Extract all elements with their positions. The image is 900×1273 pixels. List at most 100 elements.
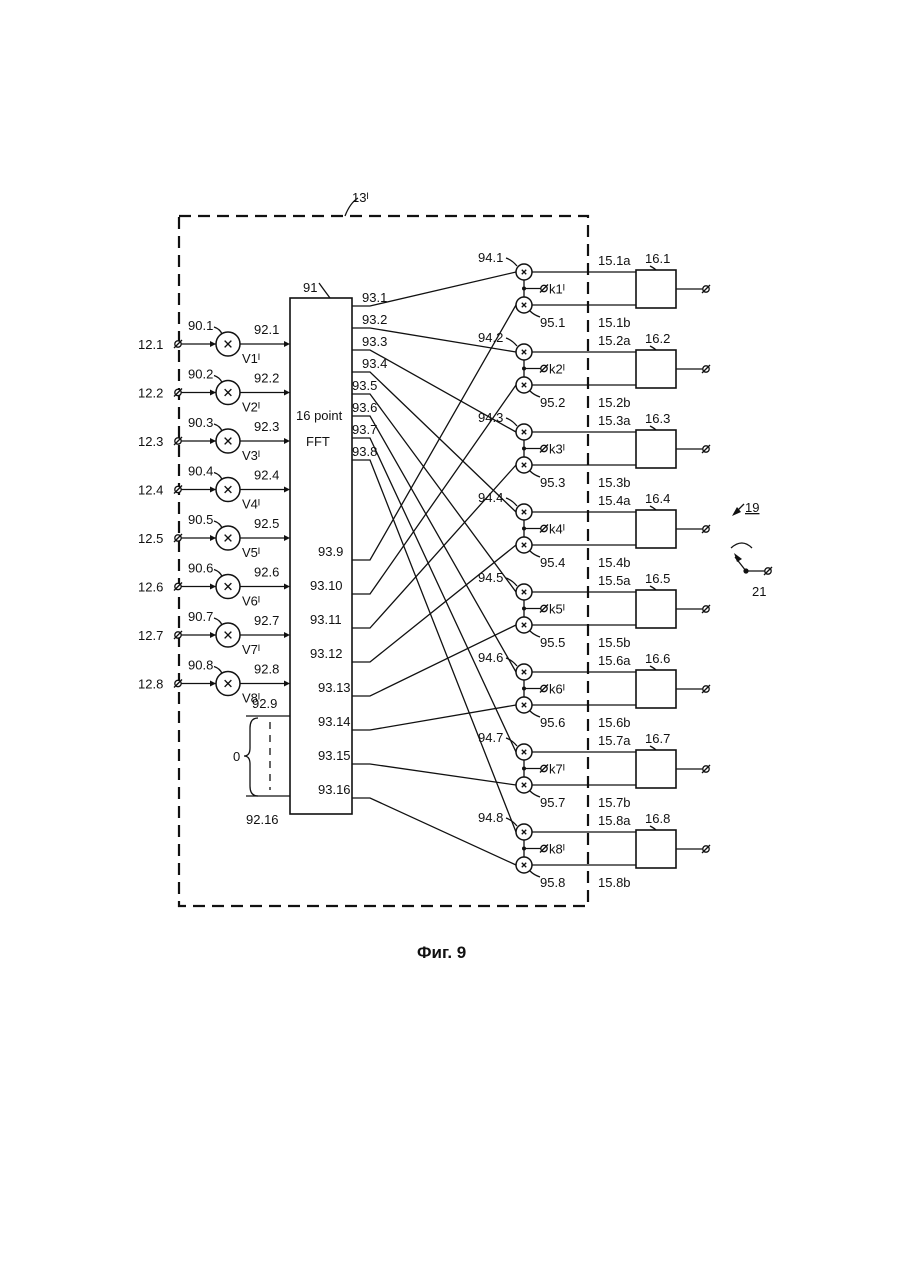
input-terminal-6: [174, 583, 182, 591]
output-block-label-5: 16.5: [645, 571, 670, 586]
output-block-label-4: 16.4: [645, 491, 670, 506]
input-terminal-3: [174, 437, 182, 445]
fft-output-a-label-8: 93.8: [352, 444, 377, 459]
lower-multiplier-label-1: 95.1: [540, 315, 565, 330]
input-multiplier-2: [216, 381, 240, 405]
coefficient-label-2: V2ᴵ: [242, 400, 260, 415]
upper-multiplier-label-5: 94.5: [478, 570, 503, 585]
input-terminal-label-7: 12.7: [138, 628, 163, 643]
block-output-terminal-2: [702, 365, 710, 373]
output-block-label-7: 16.7: [645, 731, 670, 746]
input-terminal-4: [174, 486, 182, 494]
input-terminal-label-3: 12.3: [138, 434, 163, 449]
fft-output-a-label-3: 93.3: [362, 334, 387, 349]
fft-output-b-label-5: 93.13: [318, 680, 351, 695]
output-block-6: [636, 670, 676, 708]
fft-output-b-label-3: 93.11: [310, 612, 342, 627]
block-output-terminal-4: [702, 525, 710, 533]
fft-output-b-label-7: 93.15: [318, 748, 351, 763]
output-block-label-3: 16.3: [645, 411, 670, 426]
upper-multiplier-2: [516, 344, 532, 360]
input-terminal-label-6: 12.6: [138, 580, 163, 595]
input-multiplier-7: [216, 623, 240, 647]
output-terminal: [764, 567, 772, 575]
block-output-terminal-8: [702, 845, 710, 853]
output-block-5: [636, 590, 676, 628]
coefficient-k-label-7: k7ᴵ: [549, 762, 565, 777]
upper-multiplier-label-2: 94.2: [478, 330, 503, 345]
lower-multiplier-label-8: 95.8: [540, 875, 565, 890]
upper-multiplier-3: [516, 424, 532, 440]
fft-output-b-label-6: 93.14: [318, 714, 351, 729]
input-multiplier-label-2: 90.2: [188, 367, 213, 382]
lower-multiplier-7: [516, 777, 532, 793]
block-output-terminal-1: [702, 285, 710, 293]
upper-multiplier-label-1: 94.1: [478, 250, 503, 265]
coefficient-terminal-6: [540, 685, 548, 693]
input-terminal-8: [174, 680, 182, 688]
upper-multiplier-1: [516, 264, 532, 280]
input-b-label-5: 15.5b: [598, 635, 631, 650]
coefficient-terminal-7: [540, 765, 548, 773]
input-multiplier-1: [216, 332, 240, 356]
input-multiplier-8: [216, 672, 240, 696]
input-terminal-label-5: 12.5: [138, 531, 163, 546]
output-block-label-2: 16.2: [645, 331, 670, 346]
input-a-label-4: 15.4a: [598, 493, 631, 508]
input-terminal-1: [174, 340, 182, 348]
upper-multiplier-label-7: 94.7: [478, 730, 503, 745]
coefficient-k-label-5: k5ᴵ: [549, 602, 565, 617]
upper-multiplier-label-4: 94.4: [478, 490, 503, 505]
output-system-label: 19: [745, 500, 759, 515]
output-block-2: [636, 350, 676, 388]
coefficient-terminal-3: [540, 445, 548, 453]
fft-output-b-label-4: 93.12: [310, 646, 343, 661]
output-block-7: [636, 750, 676, 788]
input-b-label-4: 15.4b: [598, 555, 631, 570]
input-multiplier-label-4: 90.4: [188, 464, 213, 479]
input-multiplier-label-1: 90.1: [188, 318, 213, 333]
upper-multiplier-label-6: 94.6: [478, 650, 503, 665]
fft-title-line1: 16 point: [296, 408, 343, 423]
coefficient-label-5: V5ᴵ: [242, 545, 260, 560]
fft-output-a-label-4: 93.4: [362, 356, 387, 371]
input-a-label-1: 15.1a: [598, 253, 631, 268]
lower-multiplier-3: [516, 457, 532, 473]
output-block-3: [636, 430, 676, 468]
coefficient-label-7: V7ᴵ: [242, 642, 260, 657]
block-output-terminal-6: [702, 685, 710, 693]
upper-multiplier-4: [516, 504, 532, 520]
input-b-label-6: 15.6b: [598, 715, 631, 730]
output-block-label-1: 16.1: [645, 251, 670, 266]
block-output-terminal-5: [702, 605, 710, 613]
lower-multiplier-4: [516, 537, 532, 553]
fft-input-label-7: 92.7: [254, 613, 279, 628]
input-terminal-label-8: 12.8: [138, 677, 163, 692]
fft-output-a-label-2: 93.2: [362, 312, 387, 327]
coefficient-label-3: V3ᴵ: [242, 448, 260, 463]
input-multiplier-label-8: 90.8: [188, 658, 213, 673]
fft-input-label-4: 92.4: [254, 468, 279, 483]
input-a-label-6: 15.6a: [598, 653, 631, 668]
coefficient-k-label-4: k4ᴵ: [549, 522, 565, 537]
input-a-label-5: 15.5a: [598, 573, 631, 588]
input-b-label-8: 15.8b: [598, 875, 631, 890]
coefficient-label-6: V6ᴵ: [242, 594, 260, 609]
fft-output-b-label-8: 93.16: [318, 782, 351, 797]
fft-input-label-3: 92.3: [254, 419, 279, 434]
fft-output-b-label-1: 93.9: [318, 544, 343, 559]
fft-input-label-8: 92.8: [254, 662, 279, 677]
upper-multiplier-5: [516, 584, 532, 600]
lower-multiplier-label-4: 95.4: [540, 555, 565, 570]
coefficient-label-1: V1ᴵ: [242, 351, 260, 366]
input-terminal-2: [174, 389, 182, 397]
fft-input-label-6: 92.6: [254, 565, 279, 580]
input-terminal-label-4: 12.4: [138, 483, 163, 498]
input-a-label-2: 15.2a: [598, 333, 631, 348]
output-block-label-8: 16.8: [645, 811, 670, 826]
fft-input-label-1: 92.1: [254, 322, 279, 337]
lower-multiplier-label-3: 95.3: [540, 475, 565, 490]
coefficient-label-4: V4ᴵ: [242, 497, 260, 512]
input-terminal-5: [174, 534, 182, 542]
fft-ref-label: 91: [303, 280, 317, 295]
